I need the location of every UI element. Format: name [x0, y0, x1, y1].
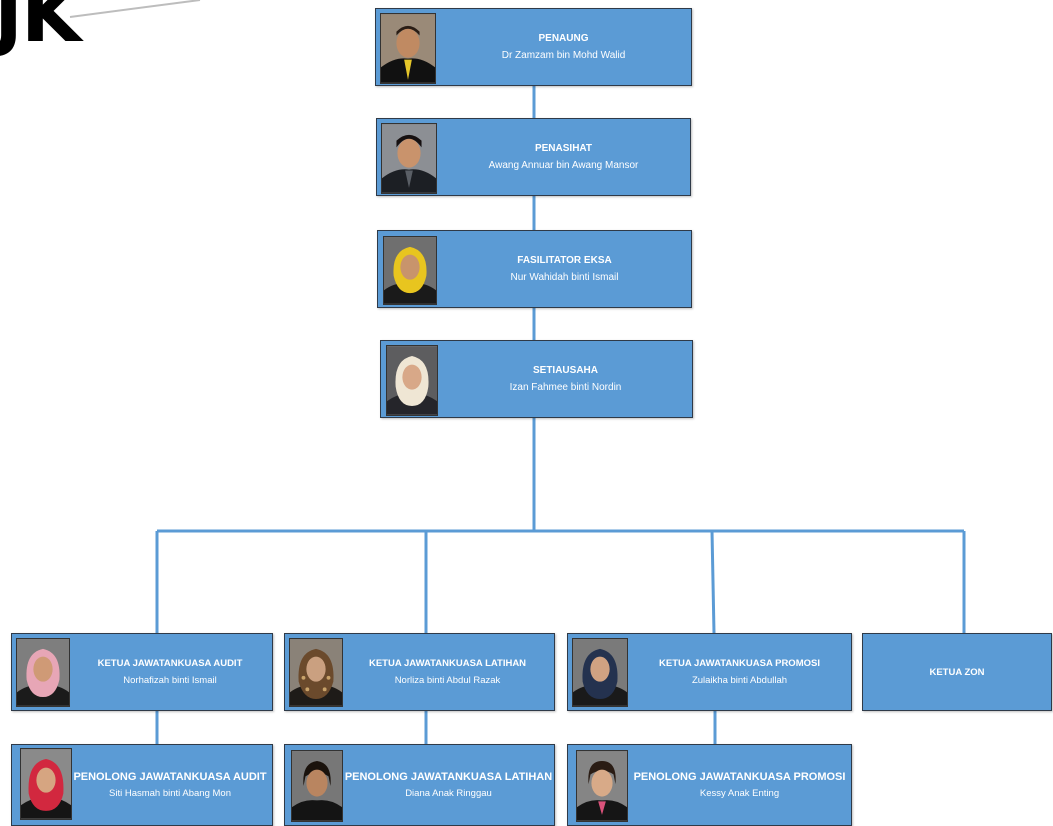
org-node-penolong-audit: PENOLONG JAWATANKUASA AUDIT Siti Hasmah … [11, 744, 273, 826]
node-name: Norliza binti Abdul Razak [394, 675, 501, 686]
node-role: KETUA JAWATANKUASA LATIHAN [368, 658, 527, 669]
woman-navy-hijab-icon [572, 638, 628, 707]
node-role: KETUA JAWATANKUASA PROMOSI [659, 658, 820, 669]
org-node-setiausaha: SETIAUSAHA Izan Fahmee binti Nordin [380, 340, 693, 418]
node-name: Zulaikha binti Abdullah [691, 675, 788, 686]
org-node-ketua-audit: KETUA JAWATANKUASA AUDIT Norhafizah bint… [11, 633, 273, 711]
node-role: SETIAUSAHA [532, 365, 598, 376]
man-yellow-tie-icon [380, 13, 436, 84]
node-name: Kessy Anak Enting [699, 787, 780, 799]
woman-cream-hijab-icon [386, 345, 438, 416]
connector-bus-promosi [710, 530, 716, 634]
org-node-penolong-promosi: PENOLONG JAWATANKUASA PROMOSI Kessy Anak… [567, 744, 852, 826]
page-title: JK [0, 0, 81, 60]
org-node-ketua-latihan: KETUA JAWATANKUASA LATIHAN Norliza binti… [284, 633, 555, 711]
node-name: Nur Wahidah binti Ismail [510, 272, 619, 283]
node-name: Dr Zamzam bin Mohd Walid [501, 50, 626, 61]
org-node-penolong-latihan: PENOLONG JAWATANKUASA LATIHAN Diana Anak… [284, 744, 555, 826]
node-name: Izan Fahmee binti Nordin [509, 382, 622, 393]
node-role: KETUA JAWATANKUASA AUDIT [97, 658, 243, 669]
woman-pink-hijab-icon [16, 638, 70, 707]
woman-red-hijab-icon [20, 748, 72, 820]
node-role: KETUA ZON [929, 666, 985, 678]
decorative-line [69, 0, 201, 18]
org-node-ketua-zon: KETUA ZON [862, 633, 1052, 711]
org-node-fasilitator-eksa: FASILITATOR EKSA Nur Wahidah binti Ismai… [377, 230, 692, 308]
org-node-penasihat: PENASIHAT Awang Annuar bin Awang Mansor [376, 118, 691, 196]
node-role: PENOLONG JAWATANKUASA AUDIT [73, 770, 267, 783]
node-name: Norhafizah binti Ismail [123, 675, 217, 686]
woman-short-hair-icon [576, 750, 628, 822]
node-name: Diana Anak Ringgau [405, 787, 492, 799]
woman-yellow-hijab-icon [383, 236, 437, 305]
node-role: PENOLONG JAWATANKUASA PROMOSI [633, 770, 846, 783]
node-name: Siti Hasmah binti Abang Mon [109, 787, 231, 799]
node-role: PENAUNG [538, 33, 589, 44]
node-role: PENOLONG JAWATANKUASA LATIHAN [344, 770, 553, 783]
woman-dark-hair-icon [291, 750, 343, 822]
node-role: PENASIHAT [534, 143, 593, 154]
woman-patterned-hijab-icon [289, 638, 343, 707]
org-node-ketua-promosi: KETUA JAWATANKUASA PROMOSI Zulaikha bint… [567, 633, 852, 711]
node-name: Awang Annuar bin Awang Mansor [488, 160, 639, 171]
node-role: FASILITATOR EKSA [517, 255, 612, 266]
man-suit-icon [381, 123, 437, 194]
org-node-penaung: PENAUNG Dr Zamzam bin Mohd Walid [375, 8, 692, 86]
